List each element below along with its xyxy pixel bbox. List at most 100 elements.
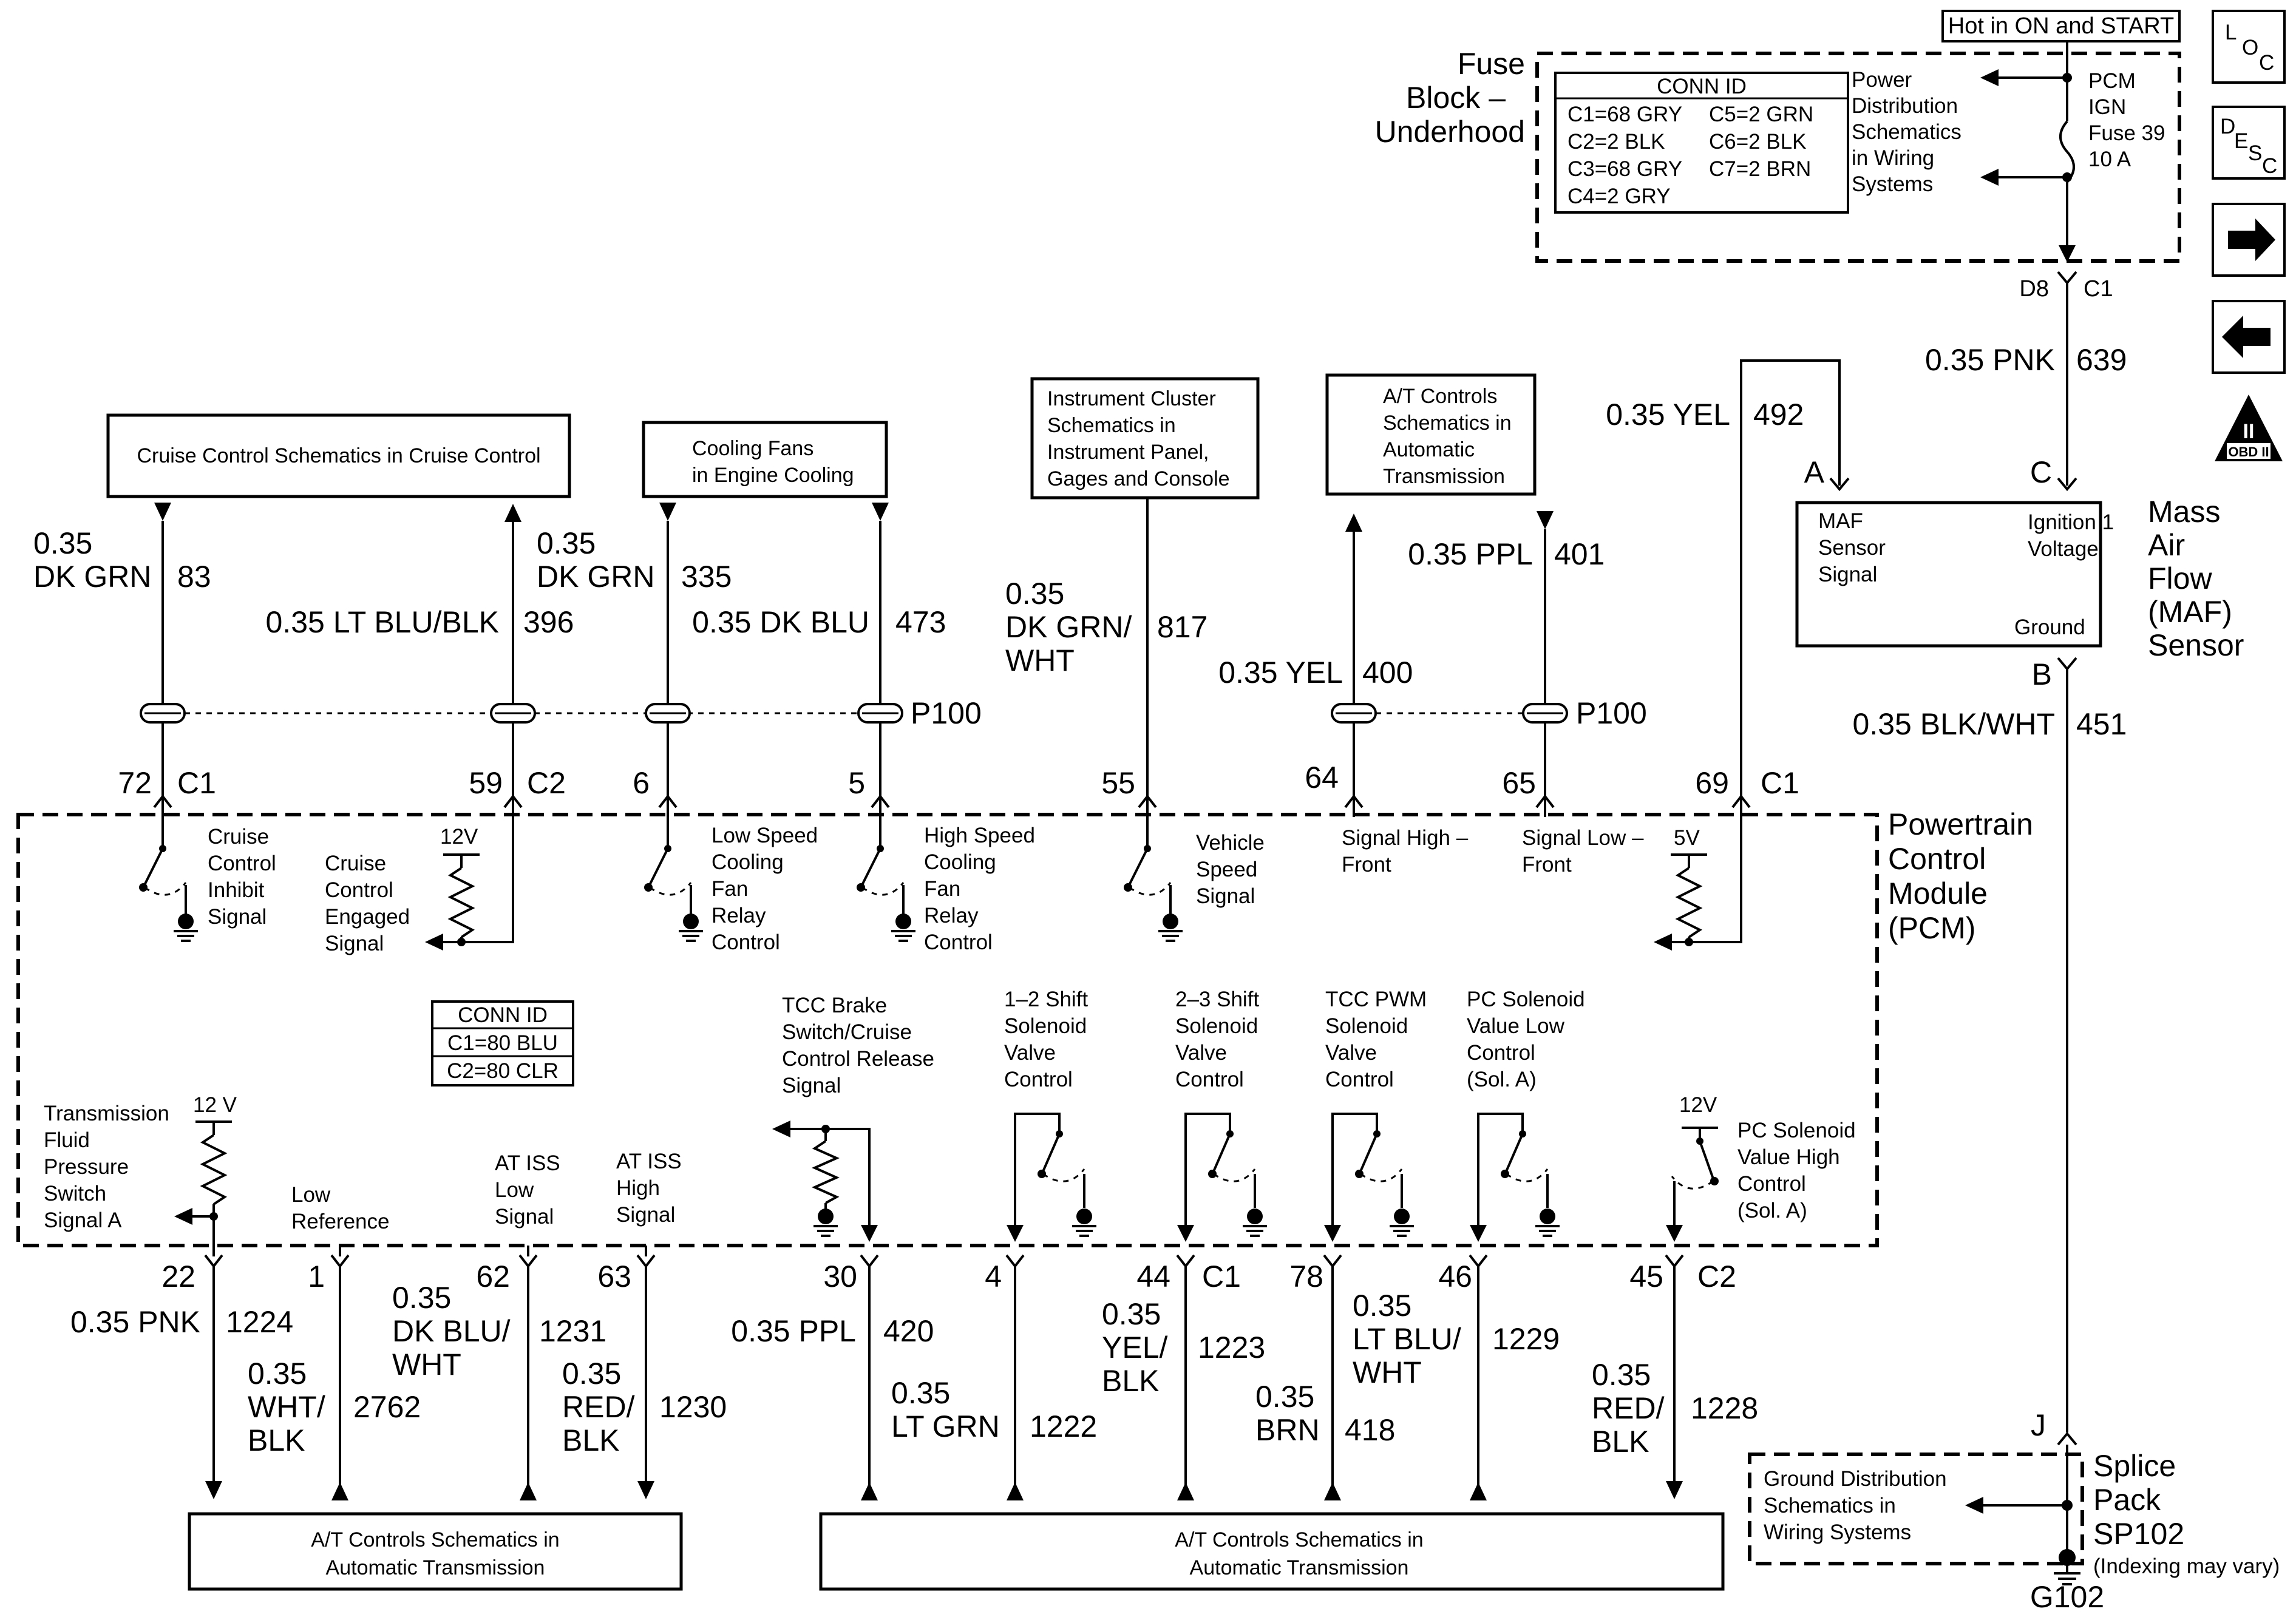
svg-text:0.35: 0.35 (1005, 577, 1064, 611)
wire-639-color: 0.35 PNK (1925, 343, 2055, 377)
svg-text:45: 45 (1629, 1259, 1663, 1293)
svg-text:C1: C1 (1761, 766, 1799, 800)
svg-text:High: High (616, 1176, 660, 1200)
svg-text:0.35: 0.35 (537, 526, 596, 560)
pcm-module: Powertrain Control Module (PCM) (16, 807, 2033, 1247)
svg-text:65: 65 (1502, 766, 1536, 800)
power-dist-2: Distribution (1852, 94, 1958, 118)
splice-title-2: Pack (2093, 1483, 2161, 1517)
svg-text:78: 78 (1289, 1259, 1323, 1293)
maf-ignition-2: Voltage (2028, 537, 2099, 561)
svg-text:Fan: Fan (712, 877, 748, 901)
maf-title-5: Sensor (2148, 628, 2244, 662)
cruise-inhibit-switch (139, 807, 198, 942)
svg-text:0.35: 0.35 (1592, 1358, 1651, 1392)
bottom-reference-boxes: A/T Controls Schematics in Automatic Tra… (188, 1512, 1725, 1591)
atc-top-box-4: Transmission (1383, 465, 1505, 488)
atc-bottom-right-2: Automatic Transmission (1190, 1556, 1409, 1579)
svg-text:Signal: Signal (325, 932, 384, 955)
svg-text:Front: Front (1342, 853, 1391, 876)
svg-text:64: 64 (1305, 761, 1339, 795)
pcm-upper-circuits: Cruise Control Inhibit Signal 12V Cruise… (139, 807, 1742, 1086)
maf-signal-2: Sensor (1818, 536, 1886, 560)
desc-icon[interactable] (2212, 106, 2286, 180)
pcm-title-3: Module (1888, 876, 1988, 910)
svg-text:335: 335 (681, 560, 732, 594)
svg-text:12V: 12V (440, 825, 478, 849)
fuse-conn-c1: C1=68 GRY (1567, 103, 1682, 126)
loc-icon[interactable] (2212, 10, 2286, 84)
svg-text:(Sol. A): (Sol. A) (1737, 1199, 1807, 1222)
fuse-block-region: Hot in ON and START Fuse Block – Underho… (1375, 10, 2181, 486)
svg-text:Low: Low (495, 1178, 534, 1202)
svg-text:Signal: Signal (782, 1074, 841, 1097)
pc-high-driver (1666, 1127, 1719, 1242)
svg-text:High Speed: High Speed (924, 824, 1035, 847)
splice-note: (Indexing may vary) (2093, 1554, 2280, 1578)
svg-text:CONN ID: CONN ID (458, 1003, 548, 1027)
svg-text:RED/: RED/ (1592, 1391, 1665, 1425)
svg-text:DK GRN: DK GRN (537, 560, 654, 594)
power-dist-5: Systems (1852, 172, 1933, 196)
svg-text:BLK: BLK (562, 1423, 620, 1457)
vss-switch (1124, 807, 1183, 942)
pcm-title-1: Powertrain (1888, 807, 2033, 841)
svg-text:420: 420 (883, 1314, 934, 1348)
svg-text:Vehicle: Vehicle (1196, 831, 1265, 855)
svg-text:Signal A: Signal A (44, 1209, 122, 1232)
maf-title-4: (MAF) (2148, 595, 2232, 629)
svg-text:Control Release: Control Release (782, 1047, 934, 1071)
svg-text:DK GRN: DK GRN (33, 560, 151, 594)
pcm-fuse-2: IGN (2088, 95, 2126, 119)
svg-text:OBD II: OBD II (2228, 444, 2269, 459)
sol-12-driver (1007, 1113, 1096, 1242)
svg-text:0.35 LT BLU/BLK: 0.35 LT BLU/BLK (266, 605, 500, 639)
svg-text:AT ISS: AT ISS (495, 1151, 560, 1175)
svg-text:Engaged: Engaged (325, 905, 410, 929)
svg-text:Switch: Switch (44, 1182, 106, 1205)
svg-text:Value High: Value High (1737, 1145, 1840, 1169)
svg-text:Control: Control (1467, 1041, 1535, 1065)
fuse-conn-c4: C4=2 GRY (1567, 185, 1671, 208)
maf-sensor: 0.35 YEL 492 A C MAF Sensor Signal Ignit… (1606, 359, 2244, 1432)
fuse-block-title-1: Fuse (1458, 47, 1525, 81)
atc-top-box-1: A/T Controls (1383, 385, 1497, 408)
svg-text:TCC PWM: TCC PWM (1325, 988, 1427, 1011)
svg-text:Relay: Relay (924, 904, 979, 927)
svg-text:Fan: Fan (924, 877, 960, 901)
svg-text:Control: Control (1004, 1068, 1073, 1091)
fuse-conn-c3: C3=68 GRY (1567, 157, 1682, 181)
svg-text:II: II (2243, 420, 2255, 443)
svg-text:0.35: 0.35 (891, 1376, 950, 1410)
svg-text:Cooling: Cooling (712, 850, 784, 874)
svg-text:Control: Control (208, 852, 276, 875)
pcm-outline (16, 813, 1879, 1247)
svg-text:396: 396 (523, 605, 574, 639)
svg-text:Solenoid: Solenoid (1175, 1014, 1258, 1038)
svg-text:Valve: Valve (1325, 1041, 1377, 1065)
svg-text:BRN: BRN (1255, 1413, 1320, 1447)
svg-text:E: E (2234, 129, 2248, 153)
svg-text:TCC Brake: TCC Brake (782, 994, 887, 1017)
ground-dist-1: Ground Distribution (1764, 1467, 1947, 1491)
cooling-box-2: in Engine Cooling (692, 464, 854, 487)
svg-text:1: 1 (308, 1259, 325, 1293)
svg-text:Fluid: Fluid (44, 1128, 90, 1152)
svg-text:Cooling: Cooling (924, 850, 996, 874)
atc-top-box-2: Schematics in (1383, 412, 1512, 435)
lower-wires: 22 1 62 63 30 4 44 C1 78 46 45 C2 0.35 P… (70, 1246, 1758, 1500)
wire-639-number: 639 (2076, 343, 2127, 377)
svg-text:Signal High –: Signal High – (1342, 826, 1469, 850)
power-dist-1: Power (1852, 68, 1912, 92)
svg-text:1228: 1228 (1691, 1391, 1758, 1425)
fuse-conn-c5: C5=2 GRN (1709, 103, 1813, 126)
svg-text:PC Solenoid: PC Solenoid (1737, 1119, 1856, 1142)
svg-text:46: 46 (1438, 1259, 1472, 1293)
maf-signal-1: MAF (1818, 509, 1863, 533)
svg-text:DK GRN/: DK GRN/ (1005, 610, 1132, 644)
svg-text:1222: 1222 (1030, 1409, 1097, 1443)
maf-title-1: Mass (2148, 495, 2220, 529)
splice-outline (1748, 1453, 2084, 1565)
svg-text:63: 63 (597, 1259, 631, 1293)
